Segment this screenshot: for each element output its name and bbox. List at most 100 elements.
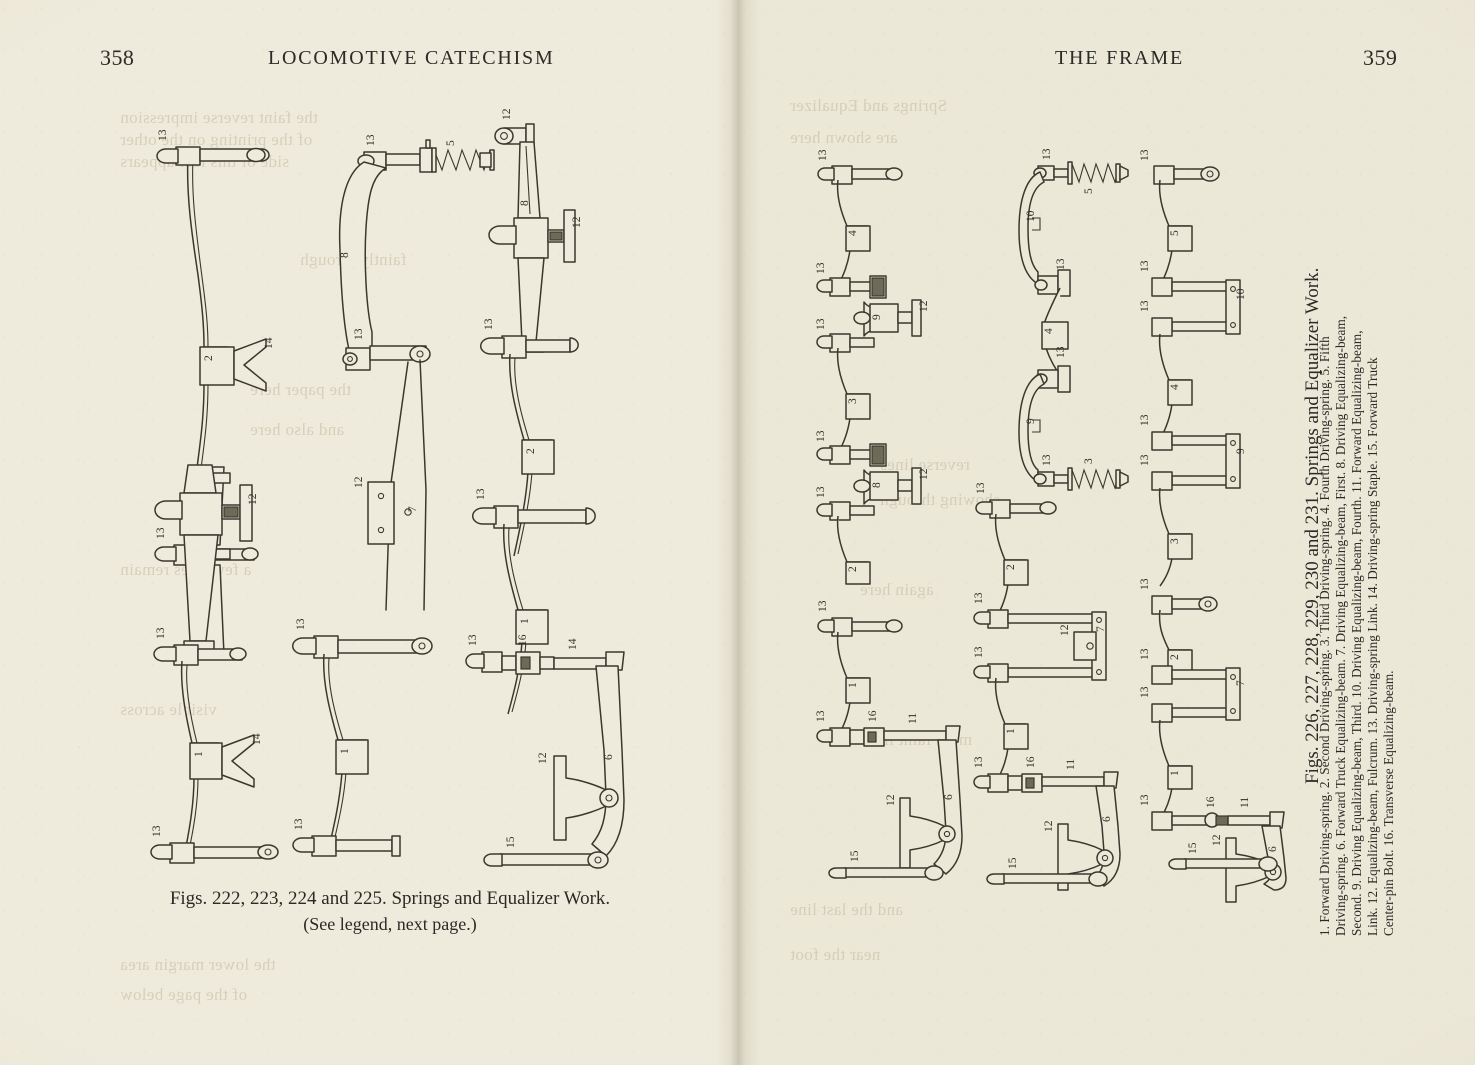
callout-6: 6	[603, 754, 615, 760]
callout-12: 12	[1043, 820, 1055, 832]
callout-10: 10	[1025, 210, 1037, 222]
callout-6: 6	[943, 794, 955, 800]
figure-226: 13 4 13 9 12 13	[815, 149, 954, 585]
callout-1: 1	[1005, 728, 1017, 734]
showthrough-text: near the foot	[790, 945, 881, 964]
legend-line-2: Driving-spring. 6. Forward Truck Equaliz…	[1333, 315, 1348, 936]
callout-13: 13	[1139, 648, 1151, 660]
callout-12: 12	[537, 752, 549, 764]
callout-1: 1	[193, 751, 205, 757]
callout-2: 2	[525, 448, 537, 454]
legend-line-1: 1. Forward Driving-spring. 2. Second Dri…	[1317, 336, 1332, 936]
legend-line-5: Center-pin Bolt. 16. Transverse Equalizi…	[1381, 670, 1396, 936]
callout-14: 14	[263, 337, 275, 349]
legend-line-4: Link. 12. Equalizing-beam, Fulcrum. 13. …	[1365, 357, 1380, 936]
callout-1: 1	[1169, 770, 1181, 776]
callout-13: 13	[155, 527, 167, 539]
callout-4: 4	[847, 230, 859, 236]
callout-2: 2	[203, 355, 215, 361]
callout-13: 13	[353, 328, 365, 340]
callout-13: 13	[295, 618, 307, 630]
callout-13: 13	[157, 129, 169, 141]
callout-4: 4	[1169, 384, 1181, 390]
callout-2: 2	[1169, 654, 1181, 660]
callout-13: 13	[151, 825, 163, 837]
callout-7: 7	[407, 506, 419, 512]
callout-3: 3	[1083, 458, 1095, 464]
callout-15: 15	[1007, 857, 1019, 869]
callout-13: 13	[475, 488, 487, 500]
callout-5: 5	[445, 140, 457, 146]
figure-231-lower: 13 2 13 7 13 1 13 16	[1139, 578, 1298, 903]
showthrough-text: of the page below	[120, 985, 248, 1004]
running-head-right: THE FRAME	[1055, 47, 1184, 69]
figure-230-bolt: 15	[984, 857, 1134, 900]
callout-13: 13	[155, 627, 167, 639]
callout-16: 16	[1205, 796, 1217, 808]
callout-13: 13	[1139, 794, 1151, 806]
callout-13: 13	[1139, 686, 1151, 698]
callout-13: 13	[467, 634, 479, 646]
callout-10: 10	[1235, 288, 1247, 300]
callout-2: 2	[1005, 564, 1017, 570]
showthrough-text: again here	[860, 580, 934, 599]
callout-11: 11	[907, 713, 919, 724]
caption-line-2: (See legend, next page.)	[303, 913, 477, 934]
figure-222-lower: 12 13 1 14 13	[150, 464, 330, 885]
callout-13: 13	[1055, 258, 1067, 270]
callout-13: 13	[1041, 454, 1053, 466]
callout-16: 16	[1025, 756, 1037, 768]
callout-13: 13	[815, 262, 827, 274]
book-gutter	[716, 0, 760, 1065]
callout-16: 16	[517, 634, 529, 646]
callout-15: 15	[849, 850, 861, 862]
figure-223: 13 5 8 13 12 7	[320, 134, 500, 870]
callout-11: 11	[1239, 797, 1251, 808]
showthrough-text: the lower margin area	[120, 955, 276, 974]
callout-1: 1	[847, 682, 859, 688]
callout-13: 13	[815, 710, 827, 722]
legend-line-3: Second. 9. Driving Equalizing-beam, Thir…	[1349, 330, 1364, 936]
callout-3: 3	[847, 398, 859, 404]
callout-16: 16	[867, 710, 879, 722]
callout-9: 9	[1235, 448, 1247, 454]
callout-8: 8	[871, 482, 883, 488]
callout-5: 5	[1169, 230, 1181, 236]
callout-11: 11	[1065, 759, 1077, 770]
callout-13: 13	[1139, 454, 1151, 466]
figure-229-coil: 13 3	[1010, 452, 1140, 512]
running-head-left: LOCOMOTIVE CATECHISM	[268, 47, 555, 69]
figure-226-lower: 13 1 13 16 11 6 12	[815, 600, 984, 890]
callout-13: 13	[1139, 300, 1151, 312]
callout-13: 13	[815, 430, 827, 442]
callout-13: 13	[815, 486, 827, 498]
callout-7: 7	[1235, 680, 1247, 686]
callout-13: 13	[293, 818, 305, 830]
callout-12: 12	[1211, 834, 1223, 846]
callout-13: 13	[973, 646, 985, 658]
callout-15: 15	[1187, 842, 1199, 854]
figure-229: 13 5 10 13 4 13 9	[1010, 148, 1140, 483]
callout-12: 12	[353, 476, 365, 488]
figure-225: 13 16 14 6 12 15	[465, 630, 652, 880]
page-number-left: 358	[100, 45, 135, 70]
callout-13: 13	[483, 318, 495, 330]
callout-13: 13	[365, 134, 377, 146]
callout-13: 13	[973, 756, 985, 768]
showthrough-text: Springs and Equalizer	[790, 96, 948, 115]
callout-14: 14	[251, 733, 263, 745]
callout-12: 12	[571, 216, 583, 228]
callout-4: 4	[1043, 328, 1055, 334]
callout-13: 13	[975, 482, 987, 494]
callout-14: 14	[567, 638, 579, 650]
callout-6: 6	[1267, 846, 1279, 852]
callout-9: 9	[1025, 418, 1037, 424]
callout-1: 1	[519, 618, 531, 624]
callout-12: 12	[501, 108, 513, 120]
figure-230: 13 2 13 12 7 13 1	[973, 482, 1138, 891]
figure-caption-left: Figs. 222, 223, 224 and 225. Springs and…	[110, 886, 670, 936]
callout-13: 13	[815, 318, 827, 330]
callout-12: 12	[1059, 624, 1071, 636]
figure-231-bolt: 15	[1168, 842, 1298, 885]
